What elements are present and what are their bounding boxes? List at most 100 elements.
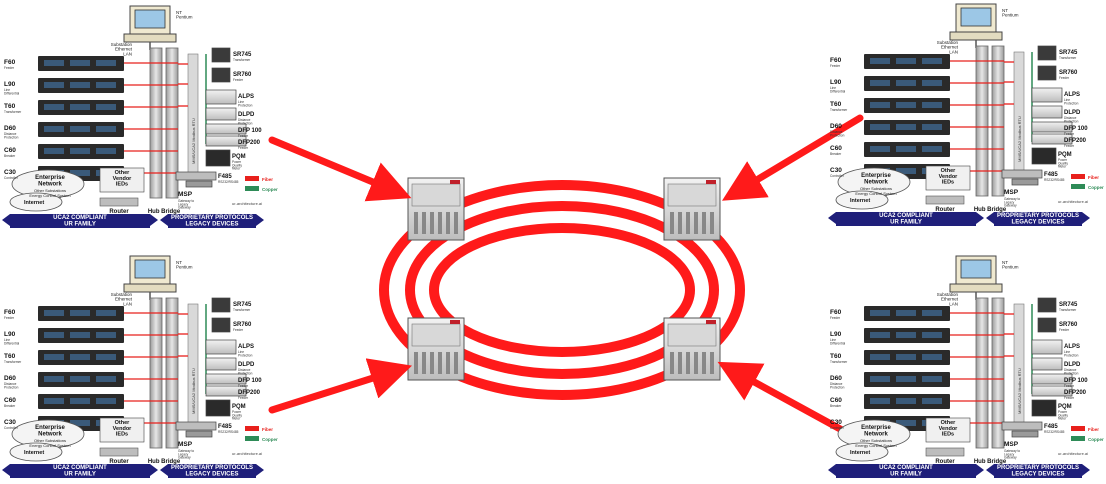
- legacy-device-sub: Feeder: [1059, 328, 1070, 332]
- msp-label: MSP: [178, 441, 193, 448]
- relay-name: C30: [830, 167, 842, 174]
- relay-sub: Feeder: [830, 64, 841, 68]
- legacy-device-name: PQM: [232, 404, 246, 410]
- internet-label: Internet: [24, 200, 44, 206]
- legacy-device-sub: Feeder: [233, 328, 244, 332]
- hub-bridge-label: Hub Bridge: [974, 459, 1007, 465]
- legacy-device-name: ALPS: [1064, 344, 1080, 350]
- legacy-device-sub: Feeder: [1059, 76, 1070, 80]
- legacy-device-name: SR760: [1059, 70, 1078, 76]
- credit-label: ur-architecture.ai: [232, 451, 262, 456]
- router-label: Router: [935, 207, 955, 213]
- relay-name: T60: [830, 353, 842, 360]
- bus-protocol-label: MMS/UCA2 Modbus RTU: [1017, 116, 1022, 162]
- credit-label: ur-architecture.ai: [1058, 199, 1088, 204]
- fiber-ring: [379, 180, 745, 400]
- internet-label: Internet: [850, 198, 870, 204]
- legacy-device-name: F485: [218, 174, 232, 180]
- relay-name: F60: [4, 59, 16, 66]
- arrow-top-right: [721, 114, 864, 201]
- relay-sub: Transformer: [830, 360, 848, 364]
- relay-name: C30: [4, 169, 16, 176]
- relay-sub: Controller: [830, 426, 845, 430]
- relay-sub: Controller: [4, 176, 19, 180]
- relay-name: L90: [830, 331, 842, 338]
- relay-name: L90: [830, 79, 842, 86]
- legacy-device-name: PQM: [1058, 152, 1072, 158]
- other-substations-label: Other Substations: [860, 438, 892, 443]
- internet-label: Internet: [850, 450, 870, 456]
- ecs-label: Energy Control System: [29, 193, 71, 198]
- msp-label: MSP: [178, 191, 193, 198]
- ring-inner: [429, 223, 695, 357]
- ecs-label: Energy Control System: [855, 443, 897, 448]
- legacy-device-name: SR745: [233, 302, 252, 308]
- relay-name: D60: [4, 375, 16, 382]
- router-label: Router: [109, 209, 129, 215]
- relay-name: D60: [4, 125, 16, 132]
- ring-node-bottom-right: [663, 317, 721, 381]
- arrow-bottom-right: [717, 361, 846, 434]
- arrow-bottom-left: [268, 358, 413, 414]
- legacy-device-name: DLPD: [238, 362, 255, 368]
- legend-copper-label: Copper: [1088, 437, 1104, 442]
- legacy-device-name: SR760: [233, 322, 252, 328]
- hub-bridge-label: Hub Bridge: [974, 207, 1007, 213]
- msp-label: MSP: [1004, 441, 1019, 448]
- relay-sub: Feeder: [4, 66, 15, 70]
- legacy-device-name: SR745: [233, 52, 252, 58]
- relay-name: C60: [830, 145, 842, 152]
- legacy-device-name: SR760: [233, 72, 252, 78]
- legacy-device-name: DFP200: [1064, 138, 1087, 144]
- hub-bridge-label: Hub Bridge: [148, 209, 181, 215]
- other-substations-label: Other Substations: [860, 186, 892, 191]
- legend-copper-label: Copper: [262, 437, 278, 442]
- legend-fiber-label: Fiber: [262, 177, 273, 182]
- ring-outer: [379, 180, 745, 400]
- legacy-device-name: PQM: [1058, 404, 1072, 410]
- legacy-device-sub: Transformer: [233, 58, 251, 62]
- legacy-device-sub: RS232/RS485: [1044, 430, 1065, 434]
- relay-sub: Controller: [4, 426, 19, 430]
- legacy-device-name: DFP 100: [1064, 126, 1088, 132]
- legacy-device-sub: Feeder: [1064, 396, 1075, 400]
- relay-sub: Feeder: [4, 316, 15, 320]
- legend-copper-label: Copper: [1088, 185, 1104, 190]
- relay-name: C60: [830, 397, 842, 404]
- legacy-device-sub: Feeder: [233, 78, 244, 82]
- internet-label: Internet: [24, 450, 44, 456]
- bus-protocol-label: MMS/UCA2 Modbus RTU: [191, 118, 196, 164]
- legacy-device-name: PQM: [232, 154, 246, 160]
- relay-name: F60: [4, 309, 16, 316]
- router-label: Router: [109, 459, 129, 465]
